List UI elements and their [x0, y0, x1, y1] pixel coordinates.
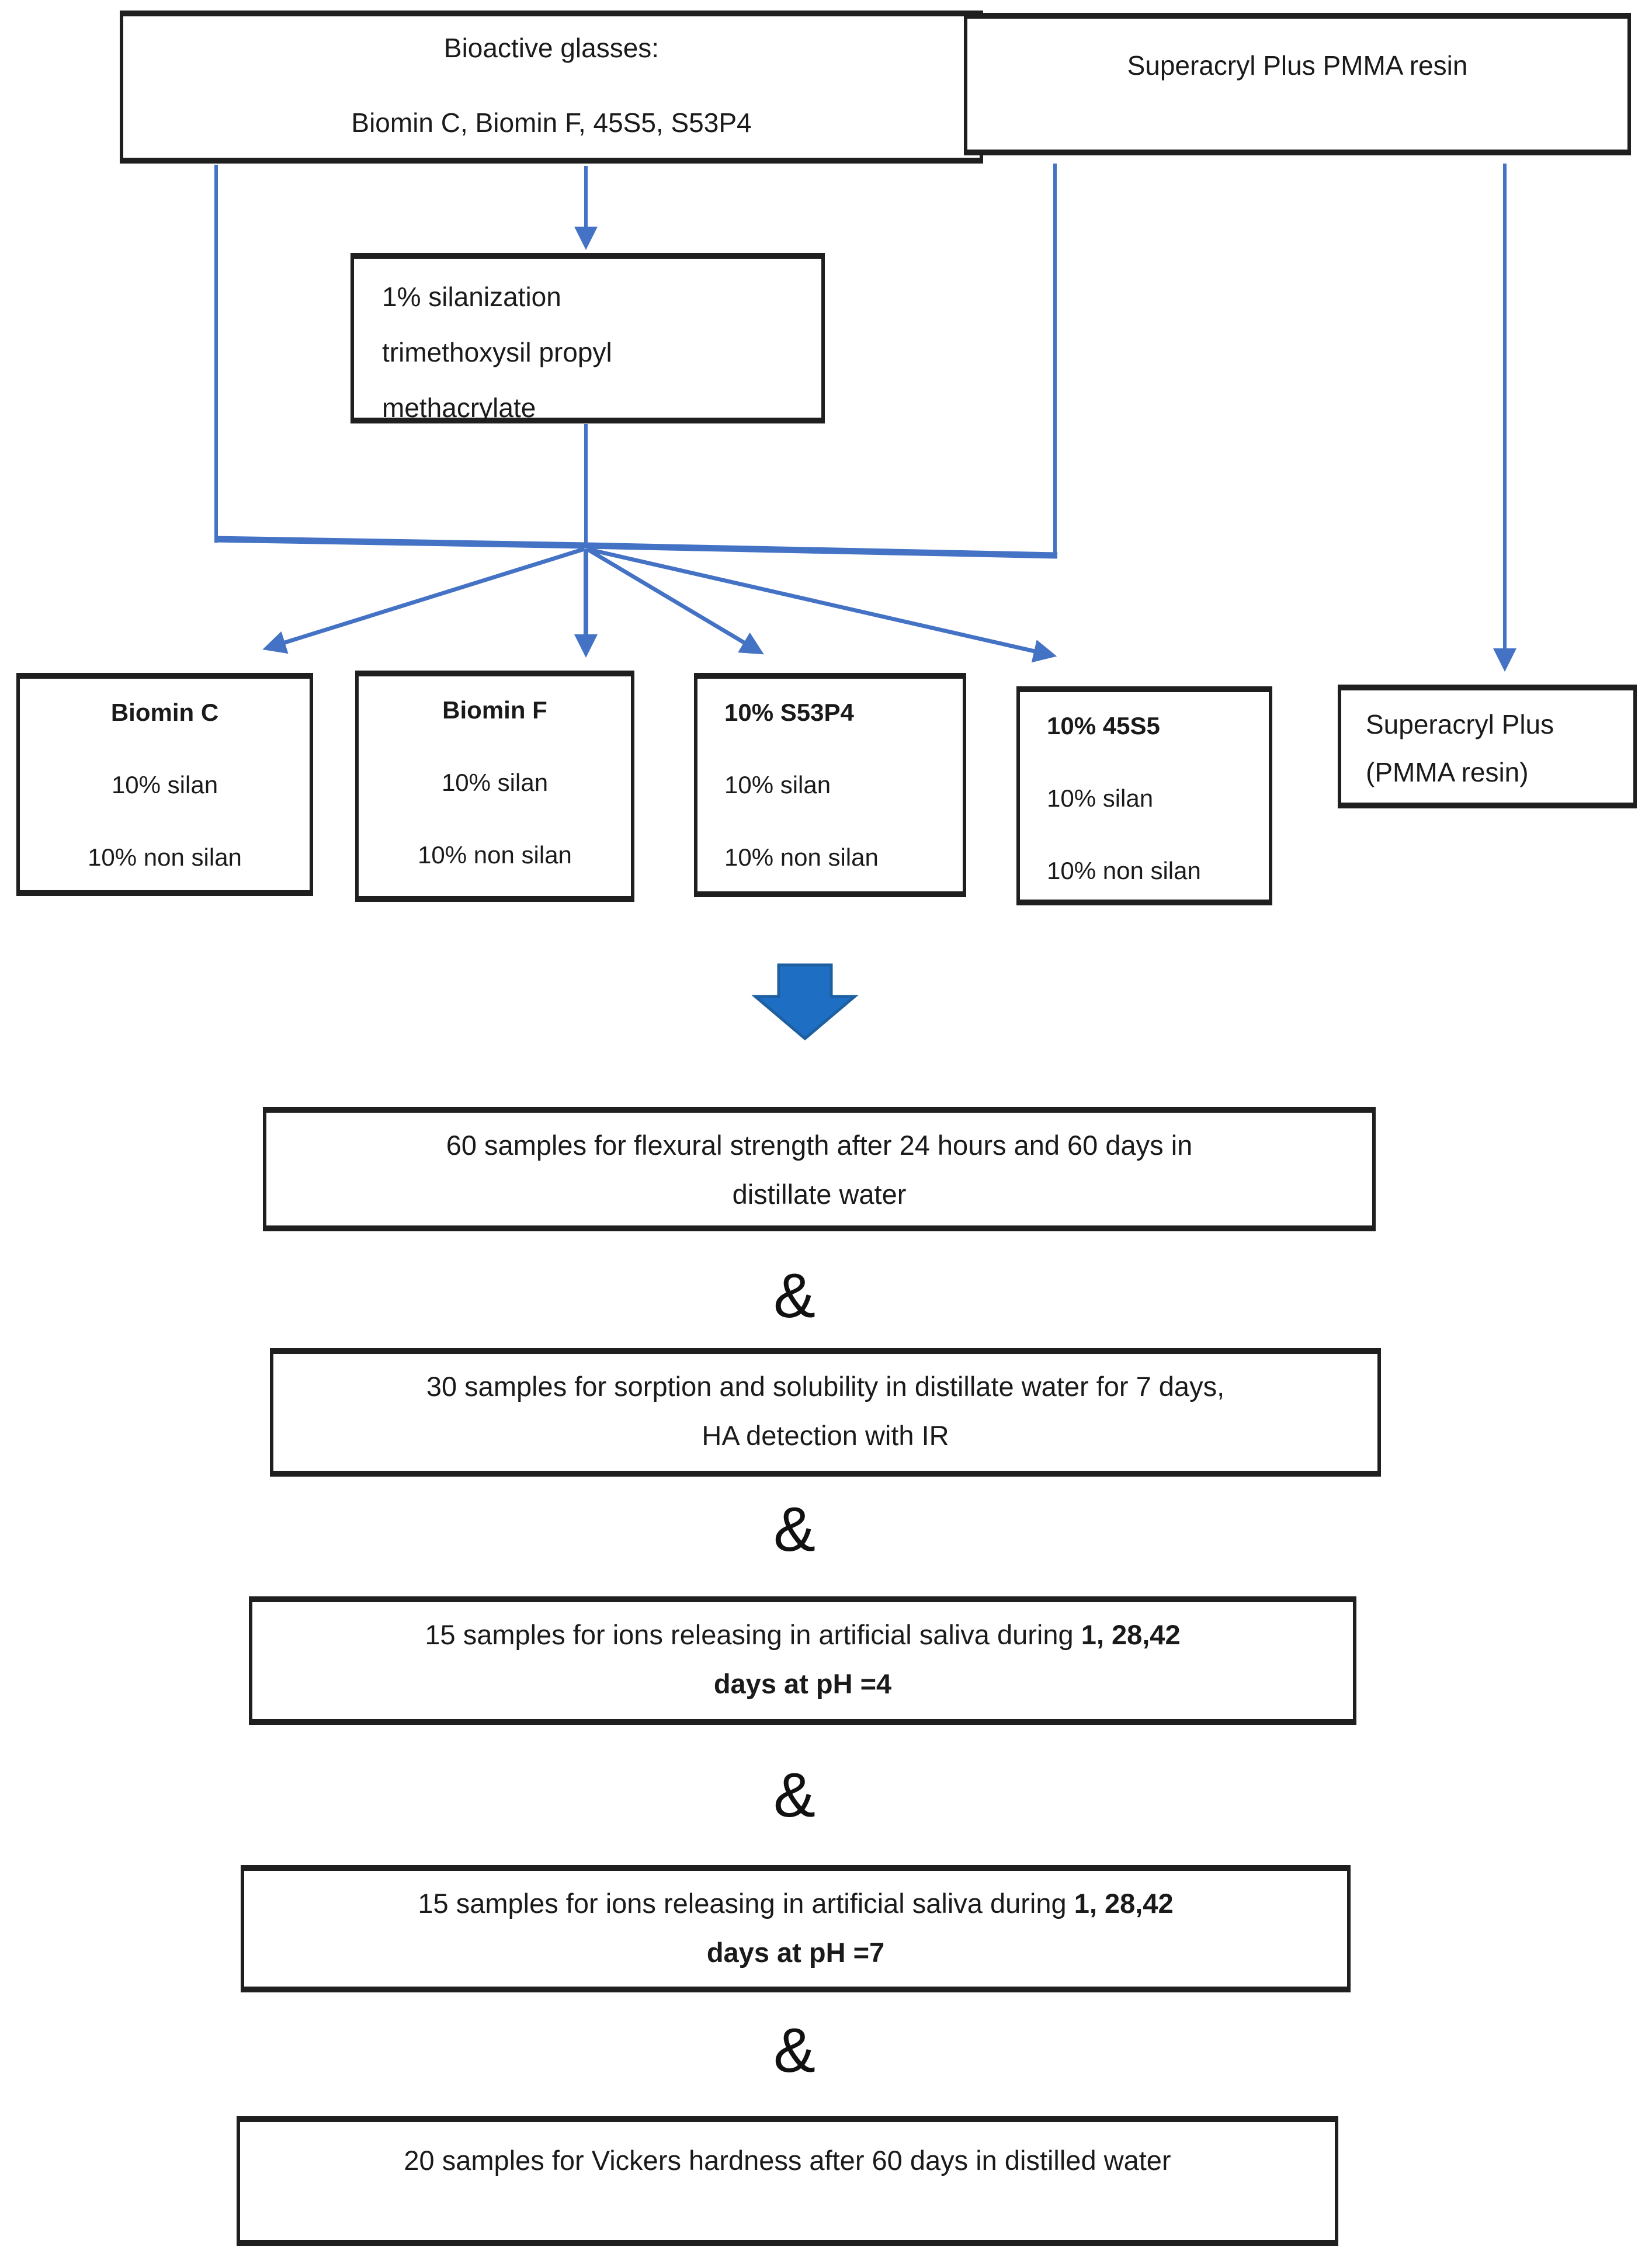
connector-fan-to-45s5 — [586, 547, 1057, 663]
silanization-line1: 1% silanization — [382, 282, 561, 312]
node-biomin-f: Biomin F 10% silan 10% non silan — [355, 671, 634, 902]
connector-fan-to-s53p4 — [586, 547, 764, 655]
flexural-line1: 60 samples for flexural strength after 2… — [446, 1130, 1193, 1161]
s53p4-title: 10% S53P4 — [724, 699, 854, 726]
connector-horizontal-right — [585, 542, 1058, 559]
node-bioactive-glasses: Bioactive glasses: Biomin C, Biomin F, 4… — [120, 11, 983, 164]
ions-ph7-line1-regular: 15 samples for ions releasing in artific… — [418, 1888, 1074, 1919]
45s5-title: 10% 45S5 — [1047, 712, 1160, 739]
ampersand-separator-2: & — [773, 1494, 816, 1564]
biomin-f-non-silan: 10% non silan — [418, 841, 572, 869]
ions-ph7-line1: 15 samples for ions releasing in artific… — [262, 1886, 1330, 1921]
connector-fan-to-biomin-c — [262, 547, 585, 654]
big-down-arrow-icon — [751, 963, 859, 1041]
ions-ph7-line1-bold: 1, 28,42 — [1074, 1888, 1174, 1919]
biomin-f-silan: 10% silan — [441, 769, 549, 796]
45s5-non-silan: 10% non silan — [1047, 857, 1201, 884]
silanization-line2: trimethoxysil propyl — [382, 337, 612, 367]
node-ions-ph4: 15 samples for ions releasing in artific… — [249, 1596, 1356, 1725]
ampersand-separator-3: & — [773, 1759, 816, 1830]
ions-ph4-line2: days at pH =4 — [713, 1668, 892, 1699]
bioactive-glasses-title: Bioactive glasses: — [443, 33, 660, 63]
ampersand-separator-4: & — [773, 2015, 816, 2085]
node-superacryl-pmma-resin: Superacryl Plus PMMA resin — [964, 13, 1631, 155]
biomin-c-title: Biomin C — [110, 699, 219, 726]
sorption-line2: HA detection with IR — [702, 1420, 949, 1451]
pmma-line2: (PMMA resin) — [1366, 757, 1529, 787]
node-biomin-c: Biomin C 10% silan 10% non silan — [16, 673, 313, 896]
s53p4-non-silan: 10% non silan — [724, 843, 879, 871]
node-sorption-solubility: 30 samples for sorption and solubility i… — [270, 1348, 1381, 1477]
biomin-c-non-silan: 10% non silan — [88, 843, 242, 871]
superacryl-pmma-label: Superacryl Plus PMMA resin — [1127, 50, 1468, 81]
node-flexural-strength: 60 samples for flexural strength after 2… — [263, 1107, 1376, 1231]
sorption-line1: 30 samples for sorption and solubility i… — [426, 1371, 1225, 1402]
ions-ph4-line1-regular: 15 samples for ions releasing in artific… — [425, 1619, 1081, 1650]
connector-horizontal-left — [214, 536, 588, 549]
node-s53p4: 10% S53P4 10% silan 10% non silan — [694, 673, 966, 897]
s53p4-silan: 10% silan — [724, 771, 831, 798]
node-45s5: 10% 45S5 10% silan 10% non silan — [1016, 686, 1272, 905]
silanization-line3: methacrylate — [382, 393, 536, 423]
vickers-line1: 20 samples for Vickers hardness after 60… — [404, 2145, 1171, 2176]
bioactive-glasses-list: Biomin C, Biomin F, 45S5, S53P4 — [351, 107, 752, 138]
45s5-silan: 10% silan — [1047, 784, 1154, 812]
node-vickers-hardness: 20 samples for Vickers hardness after 60… — [237, 2116, 1338, 2246]
node-ions-ph7: 15 samples for ions releasing in artific… — [241, 1865, 1351, 1992]
biomin-f-title: Biomin F — [442, 696, 547, 724]
ampersand-separator-1: & — [773, 1260, 816, 1331]
flexural-line2: distillate water — [732, 1179, 907, 1210]
node-silanization: 1% silanization trimethoxysil propyl met… — [350, 253, 825, 423]
pmma-line1: Superacryl Plus — [1366, 709, 1554, 739]
ions-ph4-line1: 15 samples for ions releasing in artific… — [270, 1617, 1335, 1652]
node-superacryl-plus-pmma: Superacryl Plus (PMMA resin) — [1338, 685, 1637, 808]
biomin-c-silan: 10% silan — [111, 771, 218, 798]
ions-ph7-line2: days at pH =7 — [706, 1937, 885, 1968]
ions-ph4-line1-bold: 1, 28,42 — [1081, 1619, 1181, 1650]
